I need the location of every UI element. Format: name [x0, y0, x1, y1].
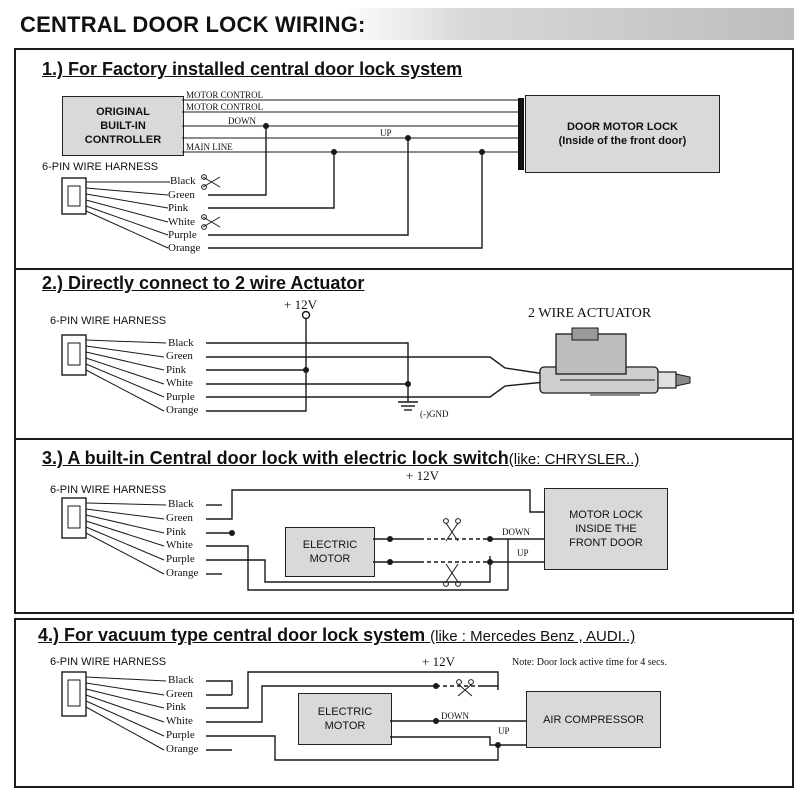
section-4-title: 4.) For vacuum type central door lock sy… [38, 625, 635, 646]
section-3-title-main: 3.) A built-in Central door lock with el… [42, 448, 509, 468]
s4-wire-runs [206, 671, 526, 761]
ground-icon [398, 392, 418, 411]
section-3-harness-label: 6-PIN WIRE HARNESS [50, 484, 167, 496]
section-4-down-label: DOWN [441, 711, 469, 721]
s3-wire-purple: Purple [166, 553, 195, 565]
line-label-up: UP [380, 128, 392, 138]
section-3-electric-motor-box: ELECTRIC MOTOR [285, 527, 375, 577]
section-3-down-label: DOWN [502, 527, 530, 537]
section-2-harness-label: 6-PIN WIRE HARNESS [50, 315, 167, 327]
s4-wire-pink: Pink [166, 701, 187, 713]
s3-lock-line-1: MOTOR LOCK [569, 509, 643, 521]
section-4-title-sub: (like : Mercedes Benz , AUDI..) [430, 628, 636, 645]
line-label-main-line: MAIN LINE [186, 142, 233, 152]
s1-controller-lines [182, 98, 524, 170]
s1-wire-pink: Pink [168, 202, 189, 214]
page-title: CENTRAL DOOR LOCK WIRING: [20, 12, 366, 37]
s2-wire-runs [206, 310, 546, 412]
section-3-motor-lock-box: MOTOR LOCK INSIDE THE FRONT DOOR [544, 488, 668, 570]
line-label-motor-control-2: MOTOR CONTROL [186, 102, 264, 112]
line-label-down: DOWN [228, 116, 256, 126]
s4-motor-line-2: MOTOR [324, 720, 366, 732]
section-3-title-sub: (like: CHRYSLER..) [508, 451, 640, 468]
controller-line-3: CONTROLLER [84, 134, 162, 146]
s4-wire-purple: Purple [166, 729, 195, 741]
section-1-harness-label: 6-PIN WIRE HARNESS [42, 161, 159, 173]
s2-wire-orange: Orange [166, 404, 199, 416]
s1-wire-runs [208, 123, 485, 249]
s2-wire-green: Green [166, 350, 193, 362]
section-4-electric-motor-box: ELECTRIC MOTOR [298, 693, 392, 745]
s1-wire-orange: Orange [168, 242, 201, 254]
motor-lock-line-2: (Inside of the front door) [558, 135, 687, 147]
s3-harness-connector [61, 497, 167, 575]
s4-wire-green: Green [166, 688, 193, 700]
s2-harness-connector [61, 334, 167, 412]
s4-wire-orange: Orange [166, 743, 199, 755]
s3-wire-green: Green [166, 512, 193, 524]
s2-wire-purple: Purple [166, 391, 195, 403]
s3-motor-line-1: ELECTRIC [302, 539, 358, 551]
section-3-title: 3.) A built-in Central door lock with el… [42, 448, 639, 469]
s3-scissors-up-icon [443, 563, 461, 587]
s4-harness-connector [61, 671, 167, 751]
s2-wire-white: White [166, 377, 193, 389]
section-3-up-label: UP [517, 548, 529, 558]
line-label-motor-control-1: MOTOR CONTROL [186, 90, 264, 100]
s3-motor-line-2: MOTOR [309, 553, 351, 565]
section-4-air-compressor-box: AIR COMPRESSOR [526, 691, 661, 748]
section-2-actuator-label: 2 WIRE ACTUATOR [528, 306, 652, 321]
section-2-gnd-label: (-)GND [420, 409, 449, 419]
actuator-icon [539, 327, 691, 396]
s3-lock-line-2: INSIDE THE [575, 523, 637, 535]
section-4-note: Note: Door lock active time for 4 secs. [512, 657, 667, 668]
s3-wire-runs [206, 489, 544, 591]
s1-wire-white: White [168, 216, 195, 228]
s1-scissors-white-icon [201, 214, 221, 230]
title-bar: CENTRAL DOOR LOCK WIRING: [14, 8, 794, 40]
s1-wire-green: Green [168, 189, 195, 201]
door-motor-lock-box: DOOR MOTOR LOCK (Inside of the front doo… [525, 95, 720, 173]
motor-lock-line-1: DOOR MOTOR LOCK [566, 121, 678, 133]
s4-motor-line-1: ELECTRIC [317, 706, 373, 718]
s4-scissors-icon [456, 679, 474, 697]
s1-harness-connector [61, 177, 170, 249]
s3-wire-pink: Pink [166, 526, 187, 538]
section-2-plus12v: + 12V [284, 297, 317, 312]
section-4-plus12v: + 12V [422, 654, 455, 669]
s4-wire-black: Black [168, 674, 194, 686]
section-4-harness-label: 6-PIN WIRE HARNESS [50, 656, 167, 668]
controller-line-2: BUILT-IN [100, 120, 146, 132]
section-4-up-label: UP [498, 726, 510, 736]
s4-compressor-label: AIR COMPRESSOR [543, 713, 644, 726]
s2-wire-black: Black [168, 337, 194, 349]
section-1-title: 1.) For Factory installed central door l… [42, 59, 463, 79]
controller-line-1: ORIGINAL [96, 106, 150, 118]
s4-wire-white: White [166, 715, 193, 727]
s3-wire-white: White [166, 539, 193, 551]
section-3-plus12v: + 12V [406, 468, 439, 483]
s1-wire-black: Black [170, 175, 196, 187]
s1-wire-purple: Purple [168, 229, 197, 241]
section-4-title-main: 4.) For vacuum type central door lock sy… [38, 625, 426, 645]
s3-wire-black: Black [168, 498, 194, 510]
s3-scissors-down-icon [443, 518, 461, 542]
section-2-title: 2.) Directly connect to 2 wire Actuator [42, 273, 365, 293]
s3-wire-orange: Orange [166, 567, 199, 579]
s1-scissors-black-icon [201, 174, 221, 190]
s3-lock-line-3: FRONT DOOR [569, 537, 643, 549]
s2-wire-pink: Pink [166, 364, 187, 376]
original-controller-box: ORIGINAL BUILT-IN CONTROLLER [62, 96, 184, 156]
